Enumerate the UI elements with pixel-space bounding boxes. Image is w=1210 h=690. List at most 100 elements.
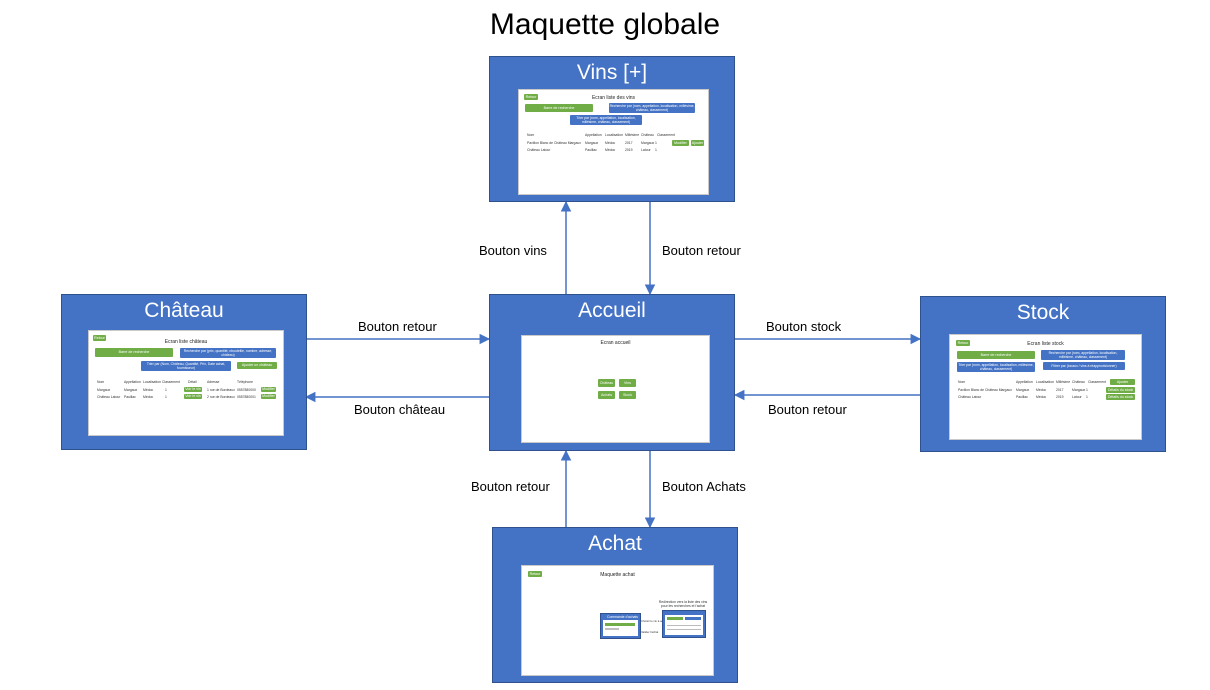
vins-row1-cell: Pavillon Blanc de Château Margaux <box>527 141 581 145</box>
box-accueil: Accueil Ecran accueil Château Vins Achat… <box>489 294 735 451</box>
edge-label-vins-retour: Bouton retour <box>662 243 741 258</box>
edge-label-achat-retour: Bouton retour <box>471 479 550 494</box>
vins-row1-cell: 1 <box>655 141 657 145</box>
chateau-header-cell: Appellation <box>124 380 141 384</box>
vins-row1-cell: Margaux <box>641 141 655 145</box>
vins-filter-button: Recherche par (nom, appellation, localis… <box>609 103 695 113</box>
box-vins-title: Vins [+] <box>576 61 648 84</box>
vins-header-cell: Millésime <box>625 133 640 137</box>
achat-mini-title: Commande d'achats <box>607 615 638 619</box>
stock-row1-cell: Margaux <box>1016 388 1030 392</box>
box-stock-title: Stock <box>1016 301 1070 324</box>
box-accueil-title: Accueil <box>578 299 646 322</box>
achat-mini-list-bar <box>667 617 683 620</box>
stock-details-button: Détails du stock <box>1106 394 1135 400</box>
stock-header-cell: Localisation <box>1036 380 1054 384</box>
box-vins: Vins [+] Retour Ecran liste des vins Bar… <box>489 56 735 202</box>
accueil-vins-button: Vins <box>619 379 636 387</box>
edge-label-bouton-vins: Bouton vins <box>479 243 547 258</box>
achat-side-label-2: Valider l'achat <box>641 630 659 634</box>
box-chateau: Château Retour Ecran liste château Barre… <box>61 294 307 450</box>
accueil-screen-mockup: Ecran accueil Château Vins Achats Stock <box>521 335 710 443</box>
vins-row1-cell: Margaux <box>585 141 599 145</box>
vins-screen-mockup: Retour Ecran liste des vins Barre de rec… <box>518 89 709 195</box>
vins-row1-cell: Médoc <box>605 141 616 145</box>
stock-row1-cell: Margaux <box>1072 388 1086 392</box>
vins-ajouter-button: Ajouter <box>691 140 704 146</box>
vins-modifier-button: Modifier <box>672 140 689 146</box>
stock-header-cell: Appellation <box>1016 380 1033 384</box>
stock-ajouter-button: Ajouter <box>1110 379 1135 385</box>
edge-label-bouton-achats: Bouton Achats <box>662 479 746 494</box>
edge-label-bouton-stock: Bouton stock <box>766 319 842 334</box>
stock-details-button: Détails du stock <box>1106 387 1135 393</box>
chateau-filter-button: Recherche par (prix, quantité, nbouteill… <box>180 348 276 358</box>
chateau-header-cell: Nom <box>97 380 105 384</box>
chateau-row1-cell: Margaux <box>97 388 111 392</box>
chateau-row1-cell: Médoc <box>143 388 154 392</box>
achat-mini-commande-mockup: Commande d'achats <box>600 613 641 639</box>
box-achat-title: Achat <box>588 532 642 555</box>
achat-mini-list-row <box>667 625 701 626</box>
vins-row1-cell: 2017 <box>625 141 633 145</box>
achat-mini-list-screen <box>665 615 703 635</box>
accueil-stock-button: Stock <box>619 391 636 399</box>
stock-row2-cell: 2019 <box>1056 395 1064 399</box>
achat-mini-bar <box>605 623 635 626</box>
stock-header-cell: Château <box>1072 380 1085 384</box>
achat-redirect-note: Redirection vers la liste des vins pour … <box>658 600 708 608</box>
achat-screen-heading: Maquette achat <box>600 572 635 578</box>
stock-header-cell: Millésime <box>1056 380 1071 384</box>
stock-search-bar: Barre de recherche <box>957 351 1035 359</box>
stock-screen-mockup: Retour Ecran liste stock Barre de recher… <box>949 334 1142 440</box>
stock-filter2-button: Filtrer par (locaux / vins à réapprovisi… <box>1043 362 1125 370</box>
stock-row1-cell: 1 <box>1086 388 1088 392</box>
chateau-header-cell: Adresse <box>207 380 220 384</box>
stock-row1-cell: Médoc <box>1036 388 1047 392</box>
stock-screen-heading: Ecran liste stock <box>1027 341 1064 347</box>
chateau-header-cell: Classement <box>162 380 180 384</box>
stock-header-cell: Classement <box>1088 380 1106 384</box>
chateau-modifier-button: Modifier <box>261 387 276 392</box>
edge-label-chateau-retour: Bouton retour <box>358 319 437 334</box>
box-achat: Achat Retour Maquette achat Redirection … <box>492 527 738 683</box>
stock-row1-cell: Pavillon Blanc de Château Margaux <box>958 388 1012 392</box>
accueil-screen-heading: Ecran accueil <box>600 340 631 346</box>
vins-search-bar: Barre de recherche <box>525 104 593 112</box>
stock-filter-button: Recherche par (nom, appellation, localis… <box>1041 350 1125 360</box>
edge-label-stock-retour: Bouton retour <box>768 402 847 417</box>
achat-mini-list-filter <box>685 617 701 620</box>
vins-row2-cell: Latour <box>641 148 651 152</box>
chateau-sort-button: Trier par (Nom, Château, Quantité, Prix,… <box>141 361 231 371</box>
vins-row2-cell: Médoc <box>605 148 616 152</box>
chateau-add-button: Ajouter un château <box>237 362 277 369</box>
chateau-row2-cell: 2 rue de Bordeaux <box>207 395 235 399</box>
vins-header-cell: Château <box>641 133 654 137</box>
vins-retour-button: Retour <box>524 94 538 100</box>
chateau-row1-cell: 1 rue de Bordeaux <box>207 388 235 392</box>
stock-row2-cell: Pauillac <box>1016 395 1028 399</box>
chateau-row2-cell: 1 <box>165 395 167 399</box>
diagram-title: Maquette globale <box>489 8 721 41</box>
vins-screen-heading: Ecran liste des vins <box>591 95 636 101</box>
vins-row2-cell: 1 <box>655 148 657 152</box>
achat-mini-list-row <box>667 629 701 630</box>
chateau-screen-heading: Ecran liste château <box>164 339 208 345</box>
stock-retour-button: Retour <box>956 340 970 346</box>
chateau-detail-button: Voir le vin <box>184 394 202 399</box>
vins-header-cell: Appellation <box>585 133 602 137</box>
chateau-detail-button: Voir le vin <box>184 387 202 392</box>
chateau-header-cell: Détail <box>188 380 197 384</box>
chateau-header-cell: Localisation <box>143 380 161 384</box>
vins-sort-button: Trier par (nom, appellation, localisatio… <box>570 115 642 125</box>
chateau-row1-cell: 1 <box>165 388 167 392</box>
vins-header-cell: Classement <box>657 133 675 137</box>
chateau-row1-cell: 0557880000 <box>237 388 256 392</box>
chateau-row2-cell: Médoc <box>143 395 154 399</box>
vins-row2-cell: Château Latour <box>527 148 551 152</box>
achat-mini-list-mockup <box>662 610 706 638</box>
chateau-row2-cell: 0557880001 <box>237 395 256 399</box>
stock-row1-cell: 2017 <box>1056 388 1064 392</box>
vins-header-cell: Nom <box>527 133 535 137</box>
